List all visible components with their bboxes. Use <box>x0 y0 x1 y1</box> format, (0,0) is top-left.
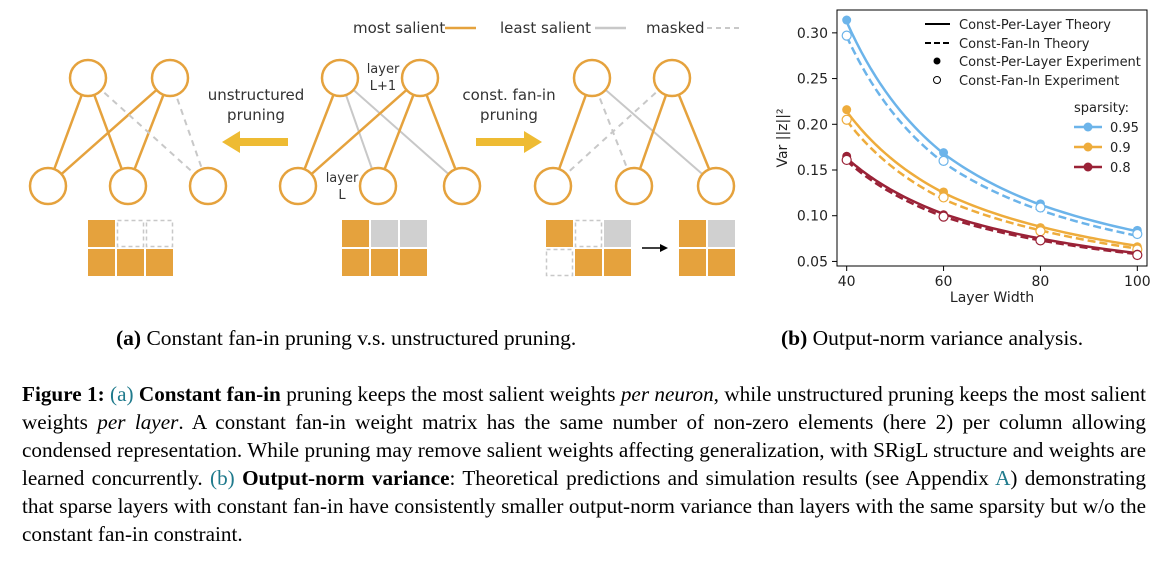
legend-least-salient-label: least salient <box>500 19 591 37</box>
x-tick-label: 100 <box>1124 274 1151 290</box>
y-tick-label: 0.20 <box>797 117 828 133</box>
left-arrow-icon <box>222 131 288 153</box>
exp-per-layer-point <box>842 105 852 115</box>
theory-per-layer-line-0.8 <box>845 157 1138 255</box>
exp-fan-in-point <box>1132 249 1143 261</box>
y-tick-label: 0.10 <box>797 209 828 225</box>
caption-figure-label: Figure 1: <box>22 382 105 406</box>
sparsity-legend-marker <box>1083 162 1093 172</box>
x-tick-label: 80 <box>1032 274 1050 290</box>
fanin-matrix-condensed <box>679 220 735 276</box>
caption-ref-b[interactable]: (b) <box>210 466 235 490</box>
layer-bottom-label-1: layer <box>326 171 359 186</box>
sparsity-legend-label: 0.95 <box>1110 121 1139 136</box>
variance-chart: 40 60 80 100 0.05 0.10 0.15 0.20 0.25 0.30 Layer… <box>775 9 1151 306</box>
original-matrix <box>342 220 427 276</box>
y-tick-label: 0.25 <box>797 72 828 88</box>
sparsity-legend-label: 0.9 <box>1110 141 1131 156</box>
right-arrow-icon <box>476 131 542 153</box>
panel-a-diagram: most salient least salient masked unstru… <box>28 19 740 277</box>
fanin-pruning-label-2: pruning <box>480 106 538 124</box>
theory-per-layer-line-0.9 <box>845 110 1138 248</box>
exp-per-layer-point <box>939 148 949 158</box>
exp-fan-in-point <box>1132 228 1143 240</box>
fanin-network <box>533 58 736 206</box>
chart-legend: Const-Per-Layer Theory Const-Fan-In Theo… <box>925 18 1141 176</box>
sparsity-legend-title: sparsity: <box>1074 101 1129 116</box>
theory-fan-in-line-0.95 <box>845 35 1138 238</box>
condense-arrow-icon <box>642 244 668 252</box>
legend-entry-3: Const-Fan-In Experiment <box>959 74 1119 89</box>
unstructured-pruning-label-2: pruning <box>227 106 285 124</box>
unstructured-network <box>28 58 228 206</box>
exp-fan-in-point <box>841 114 852 125</box>
legend-entry-2: Const-Per-Layer Experiment <box>959 55 1141 70</box>
exp-fan-in-point <box>1035 235 1046 246</box>
theory-fan-in-line-0.8 <box>845 159 1138 256</box>
layer-bottom-label-2: L <box>338 188 346 203</box>
exp-per-layer-point <box>842 15 852 25</box>
layer-top-label-1: layer <box>367 62 400 77</box>
legend-most-salient-label: most salient <box>353 19 445 37</box>
exp-fan-in-point <box>1035 226 1046 237</box>
caption-ref-a[interactable]: (a) <box>110 382 134 406</box>
layer-top-label-2: L+1 <box>370 79 396 94</box>
legend-masked-label: masked <box>646 19 705 37</box>
fanin-matrix-masked <box>545 219 631 277</box>
figure-caption: Figure 1: (a) Constant fan-in pruning ke… <box>22 382 1147 546</box>
original-network <box>278 58 482 206</box>
fanin-pruning-label-1: const. fan-in <box>462 86 555 104</box>
subcaption-b: (b) Output-norm variance analysis. <box>781 326 1084 350</box>
exp-fan-in-point <box>938 192 949 203</box>
x-axis-label: Layer Width <box>950 290 1034 306</box>
unstructured-pruning-label-1: unstructured <box>208 86 305 104</box>
legend-entry-0: Const-Per-Layer Theory <box>959 18 1111 33</box>
subcaption-a: (a) Constant fan-in pruning v.s. unstruc… <box>116 326 577 350</box>
exp-fan-in-point <box>1035 202 1046 213</box>
appendix-link[interactable]: A <box>995 466 1011 490</box>
plot-frame <box>836 9 1148 267</box>
sparsity-legend-marker <box>1083 142 1093 152</box>
exp-fan-in-point <box>841 30 852 41</box>
x-tick-label: 40 <box>838 274 856 290</box>
y-tick-label: 0.30 <box>797 26 828 42</box>
exp-fan-in-point <box>841 154 852 166</box>
unstructured-matrix <box>88 219 174 276</box>
y-axis-label: Var ||z||² <box>775 108 791 167</box>
y-tick-label: 0.05 <box>797 254 828 270</box>
exp-fan-in-point <box>938 211 949 222</box>
sparsity-legend-marker <box>1083 122 1093 132</box>
y-tick-label: 0.15 <box>797 163 828 179</box>
exp-fan-in-point <box>938 155 949 166</box>
legend-entry-1: Const-Fan-In Theory <box>959 37 1090 52</box>
x-tick-label: 60 <box>935 274 953 290</box>
sparsity-legend-label: 0.8 <box>1110 161 1131 176</box>
theory-per-layer-line-0.95 <box>845 21 1138 233</box>
theory-fan-in-line-0.9 <box>845 119 1138 250</box>
